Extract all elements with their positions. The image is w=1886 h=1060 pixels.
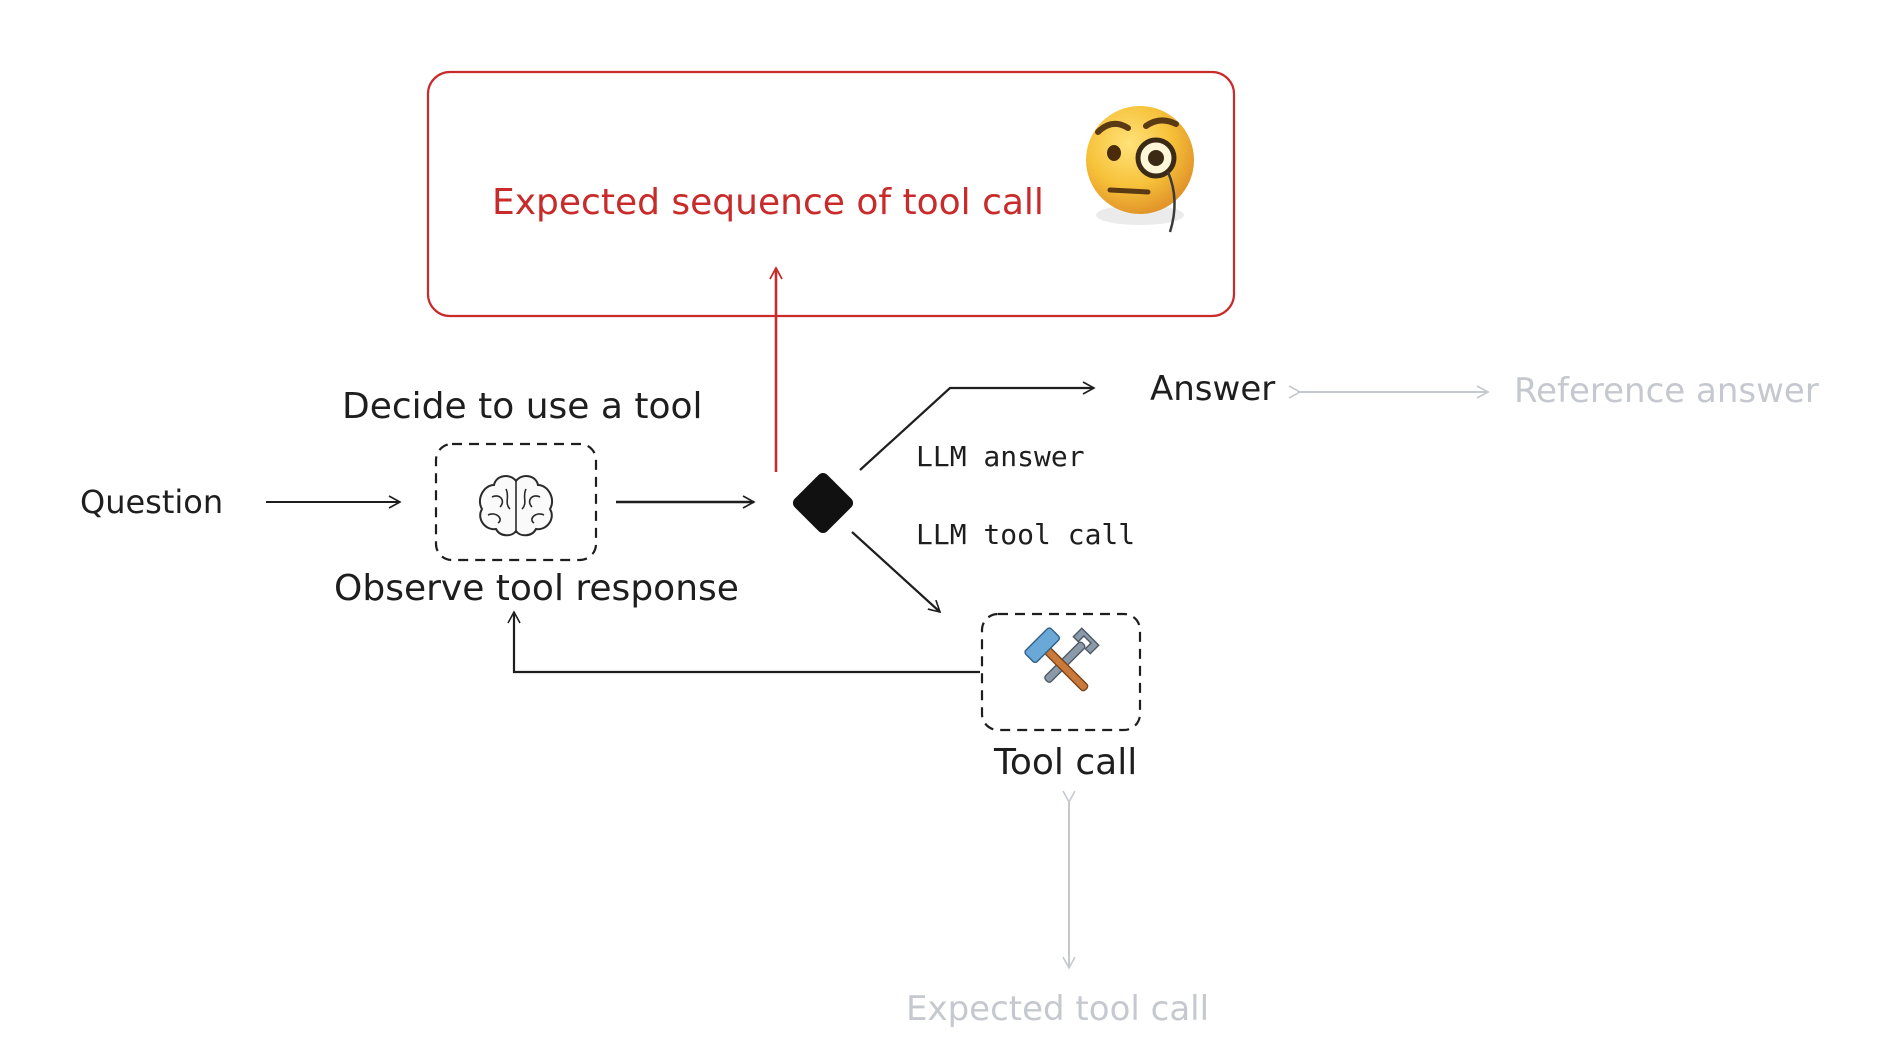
observe-tool-response-label: Observe tool response <box>334 568 739 609</box>
tool-call-branch-arrow <box>851 531 942 614</box>
hammer-wrench-icon <box>1024 627 1100 692</box>
expected-sequence-box <box>426 70 1236 318</box>
tool-call-label: Tool call <box>993 742 1137 783</box>
expected-tool-call-label: Expected tool call <box>906 989 1209 1029</box>
expected-sequence-label: Expected sequence of tool call <box>492 182 1044 223</box>
tool-response-loop-arrow <box>507 610 980 674</box>
llm-answer-label: LLM answer <box>916 440 1085 473</box>
question-label: Question <box>80 483 223 521</box>
answer-branch-arrow <box>859 381 1096 471</box>
decide-to-use-tool-label: Decide to use a tool <box>342 386 703 427</box>
reference-answer-label: Reference answer <box>1514 371 1819 411</box>
brain-icon <box>478 475 554 537</box>
answer-label: Answer <box>1150 369 1275 409</box>
decision-diamond <box>792 472 854 534</box>
face-with-monocle-icon <box>1086 106 1194 233</box>
llm-tool-call-label: LLM tool call <box>916 518 1135 551</box>
